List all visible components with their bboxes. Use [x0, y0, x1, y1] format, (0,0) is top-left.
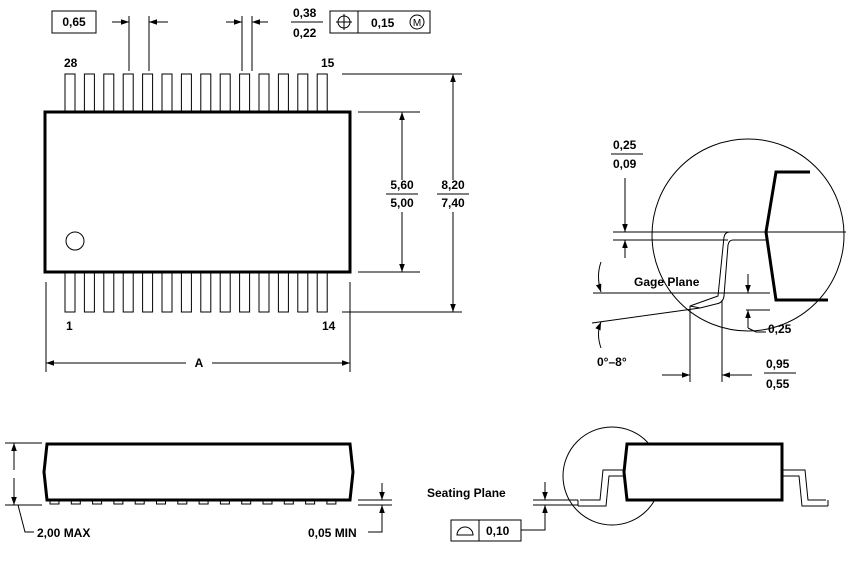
pitch-box: [51, 10, 97, 34]
gage-plane-label: Gage Plane: [634, 275, 700, 289]
lead-pin: [83, 73, 95, 113]
angle-arc-arrow: [595, 321, 602, 349]
lead-lower-edge: [699, 239, 766, 309]
lead-pin: [316, 73, 328, 113]
position-symbol-icon: [336, 14, 352, 30]
top-view: 28 15 1 14 0,65 0,38 0,22 0,15 M: [43, 6, 469, 372]
lead-pin: [161, 271, 173, 313]
standoff-min-label: 0,05 MIN: [308, 526, 357, 540]
lead-pin: [258, 73, 270, 113]
lead-pin: [239, 271, 251, 313]
pin-28-label: 28: [64, 56, 78, 70]
height-leader: [17, 504, 34, 533]
overall-width-min: 7,40: [441, 196, 465, 210]
lead-upper-edge: [689, 231, 766, 307]
lead-pin: [122, 73, 134, 113]
left-lead-upper: [580, 469, 625, 501]
standoff-leader: [368, 522, 383, 533]
pin-14-label: 14: [322, 319, 336, 333]
foot-length-min: 0,55: [766, 377, 790, 391]
coplanarity-value: 0,10: [486, 524, 510, 538]
right-lead-lower: [782, 475, 828, 507]
bottom-pin-row: [64, 271, 328, 313]
lead-pin: [161, 73, 173, 113]
angle-reference-line: [591, 307, 701, 324]
lead-pin: [103, 73, 115, 113]
height-max-label: 2,00 MAX: [37, 526, 90, 540]
lead-pin: [200, 271, 212, 313]
side-body: [42, 442, 355, 502]
lead-pin: [297, 271, 309, 313]
seating-plane-label: Seating Plane: [427, 486, 506, 500]
lead-width-min: 0,22: [293, 26, 317, 40]
lead-pin: [219, 271, 231, 313]
seating-body: [622, 442, 784, 502]
pitch-value: 0,65: [62, 15, 86, 29]
pin-15-label: 15: [321, 56, 335, 70]
mmc-letter: M: [413, 18, 421, 29]
lead-pin: [142, 73, 154, 113]
right-lead-upper: [782, 469, 826, 501]
package-body: [43, 110, 352, 274]
profile-surface-icon: [456, 526, 474, 536]
lead-pin: [297, 73, 309, 113]
pin-1-label: 1: [66, 319, 73, 333]
lead-pin: [64, 271, 76, 313]
angle-arc-arrow: [595, 261, 602, 293]
lead-tip: [689, 305, 701, 309]
lead-width-max: 0,38: [293, 6, 317, 20]
lead-pin: [180, 73, 192, 113]
position-tolerance-frame: [329, 10, 431, 34]
seating-plane-view: Seating Plane 0,10: [427, 426, 829, 542]
lead-pin: [142, 271, 154, 313]
body-width-max: 5,60: [390, 178, 414, 192]
lead-pin: [122, 271, 134, 313]
gage-height-leader: [747, 327, 766, 333]
lead-pin: [277, 73, 289, 113]
lead-thickness-max: 0,25: [613, 138, 637, 152]
coplanarity-frame: [450, 519, 522, 542]
mmc-symbol-icon: [409, 14, 425, 30]
lead-pin: [316, 271, 328, 313]
lead-pin: [64, 73, 76, 113]
length-label: A: [195, 356, 204, 370]
overall-width-max: 8,20: [441, 178, 465, 192]
lead-pin: [83, 271, 95, 313]
lead-pin: [258, 271, 270, 313]
angle-label: 0°–8°: [597, 355, 627, 369]
lead-pin: [103, 271, 115, 313]
lead-pin: [239, 73, 251, 113]
position-tolerance-value: 0,15: [371, 16, 395, 30]
foot-length-max: 0,95: [766, 357, 790, 371]
detail-circle: [651, 138, 845, 332]
lead-pin: [200, 73, 212, 113]
detail-view: 0,25 0,09 Gage Plane 0,25 0°–8° 0,95 0,5…: [591, 138, 846, 391]
lead-pin: [219, 73, 231, 113]
lead-pin: [180, 271, 192, 313]
coplanarity-leader: [520, 522, 546, 531]
lead-thickness-min: 0,09: [613, 157, 637, 171]
gage-height-value: 0,25: [768, 322, 792, 336]
left-lead-lower: [578, 475, 625, 507]
detail-body-edge: [764, 170, 828, 302]
body-width-min: 5,00: [390, 196, 414, 210]
pin1-marker-icon: [65, 231, 85, 251]
lead-pin: [277, 271, 289, 313]
side-view: 2,00 MAX 0,05 MIN: [5, 442, 392, 540]
top-pin-row: [64, 73, 328, 113]
